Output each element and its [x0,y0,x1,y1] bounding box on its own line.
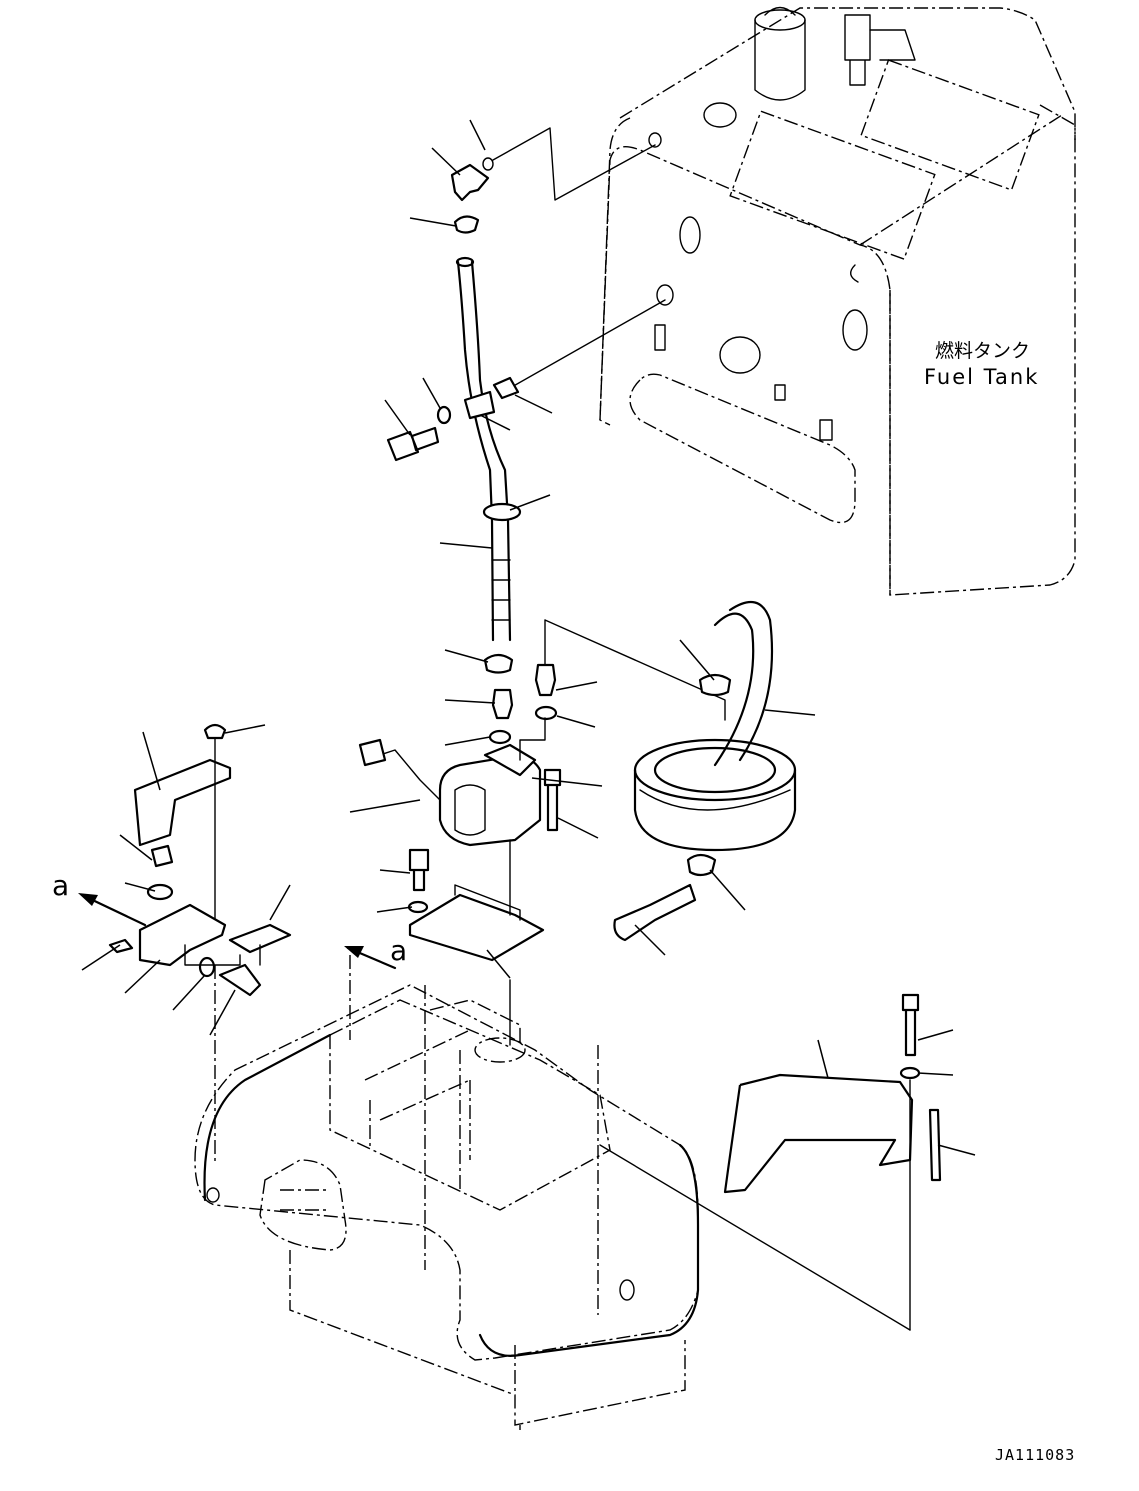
fuel-pump [438,753,542,847]
view-marker-center-group: a [344,934,407,970]
connection-line [509,299,666,389]
hose-bracket [463,390,496,420]
hose-clamp-lower [483,653,514,674]
quick-coupler [613,883,697,942]
strip [928,1108,942,1182]
connector-fitting-2 [534,663,557,697]
clip [150,844,174,868]
spacer [492,376,520,400]
fuel-tank-label-en: Fuel Tank [924,365,1039,389]
machine-body [194,955,911,1430]
washer-right [899,1066,921,1080]
bolt-vertical [408,848,430,892]
left-bracket [138,903,227,967]
grommet [482,502,522,522]
pad [228,923,292,954]
bolt-left [218,963,262,997]
washer [436,405,452,425]
elbow-fitting [450,163,490,202]
view-marker-center: a [390,934,407,967]
arrow-icon [344,946,364,958]
right-bracket [723,1073,914,1194]
left-bracket-group: a [52,723,292,997]
view-marker-left: a [52,869,69,902]
o-ring-2 [534,705,558,721]
bolt-right [901,993,920,1057]
pump-mount-plate [408,893,545,962]
washer-left [198,956,216,978]
fuel-hose-assembly [358,157,726,962]
fuel-tank: 燃料タンク Fuel Tank [599,6,1076,596]
coiled-hose [613,600,797,942]
drawing-number: JA111083 [995,1446,1075,1464]
right-bracket-group [723,993,942,1331]
clamp-upper [698,673,732,697]
fuel-tank-label-ja: 燃料タンク [935,340,1030,362]
small-tag [108,938,134,954]
connection-line [492,127,656,201]
knob [203,723,227,740]
leader-lines [81,119,976,1156]
bolt [386,426,440,462]
fuel-hose [456,260,512,642]
cover-plate [133,758,232,847]
grommet-small [146,883,174,901]
o-ring [488,729,512,745]
hose-clamp [453,215,480,234]
connector-fitting [491,688,514,720]
